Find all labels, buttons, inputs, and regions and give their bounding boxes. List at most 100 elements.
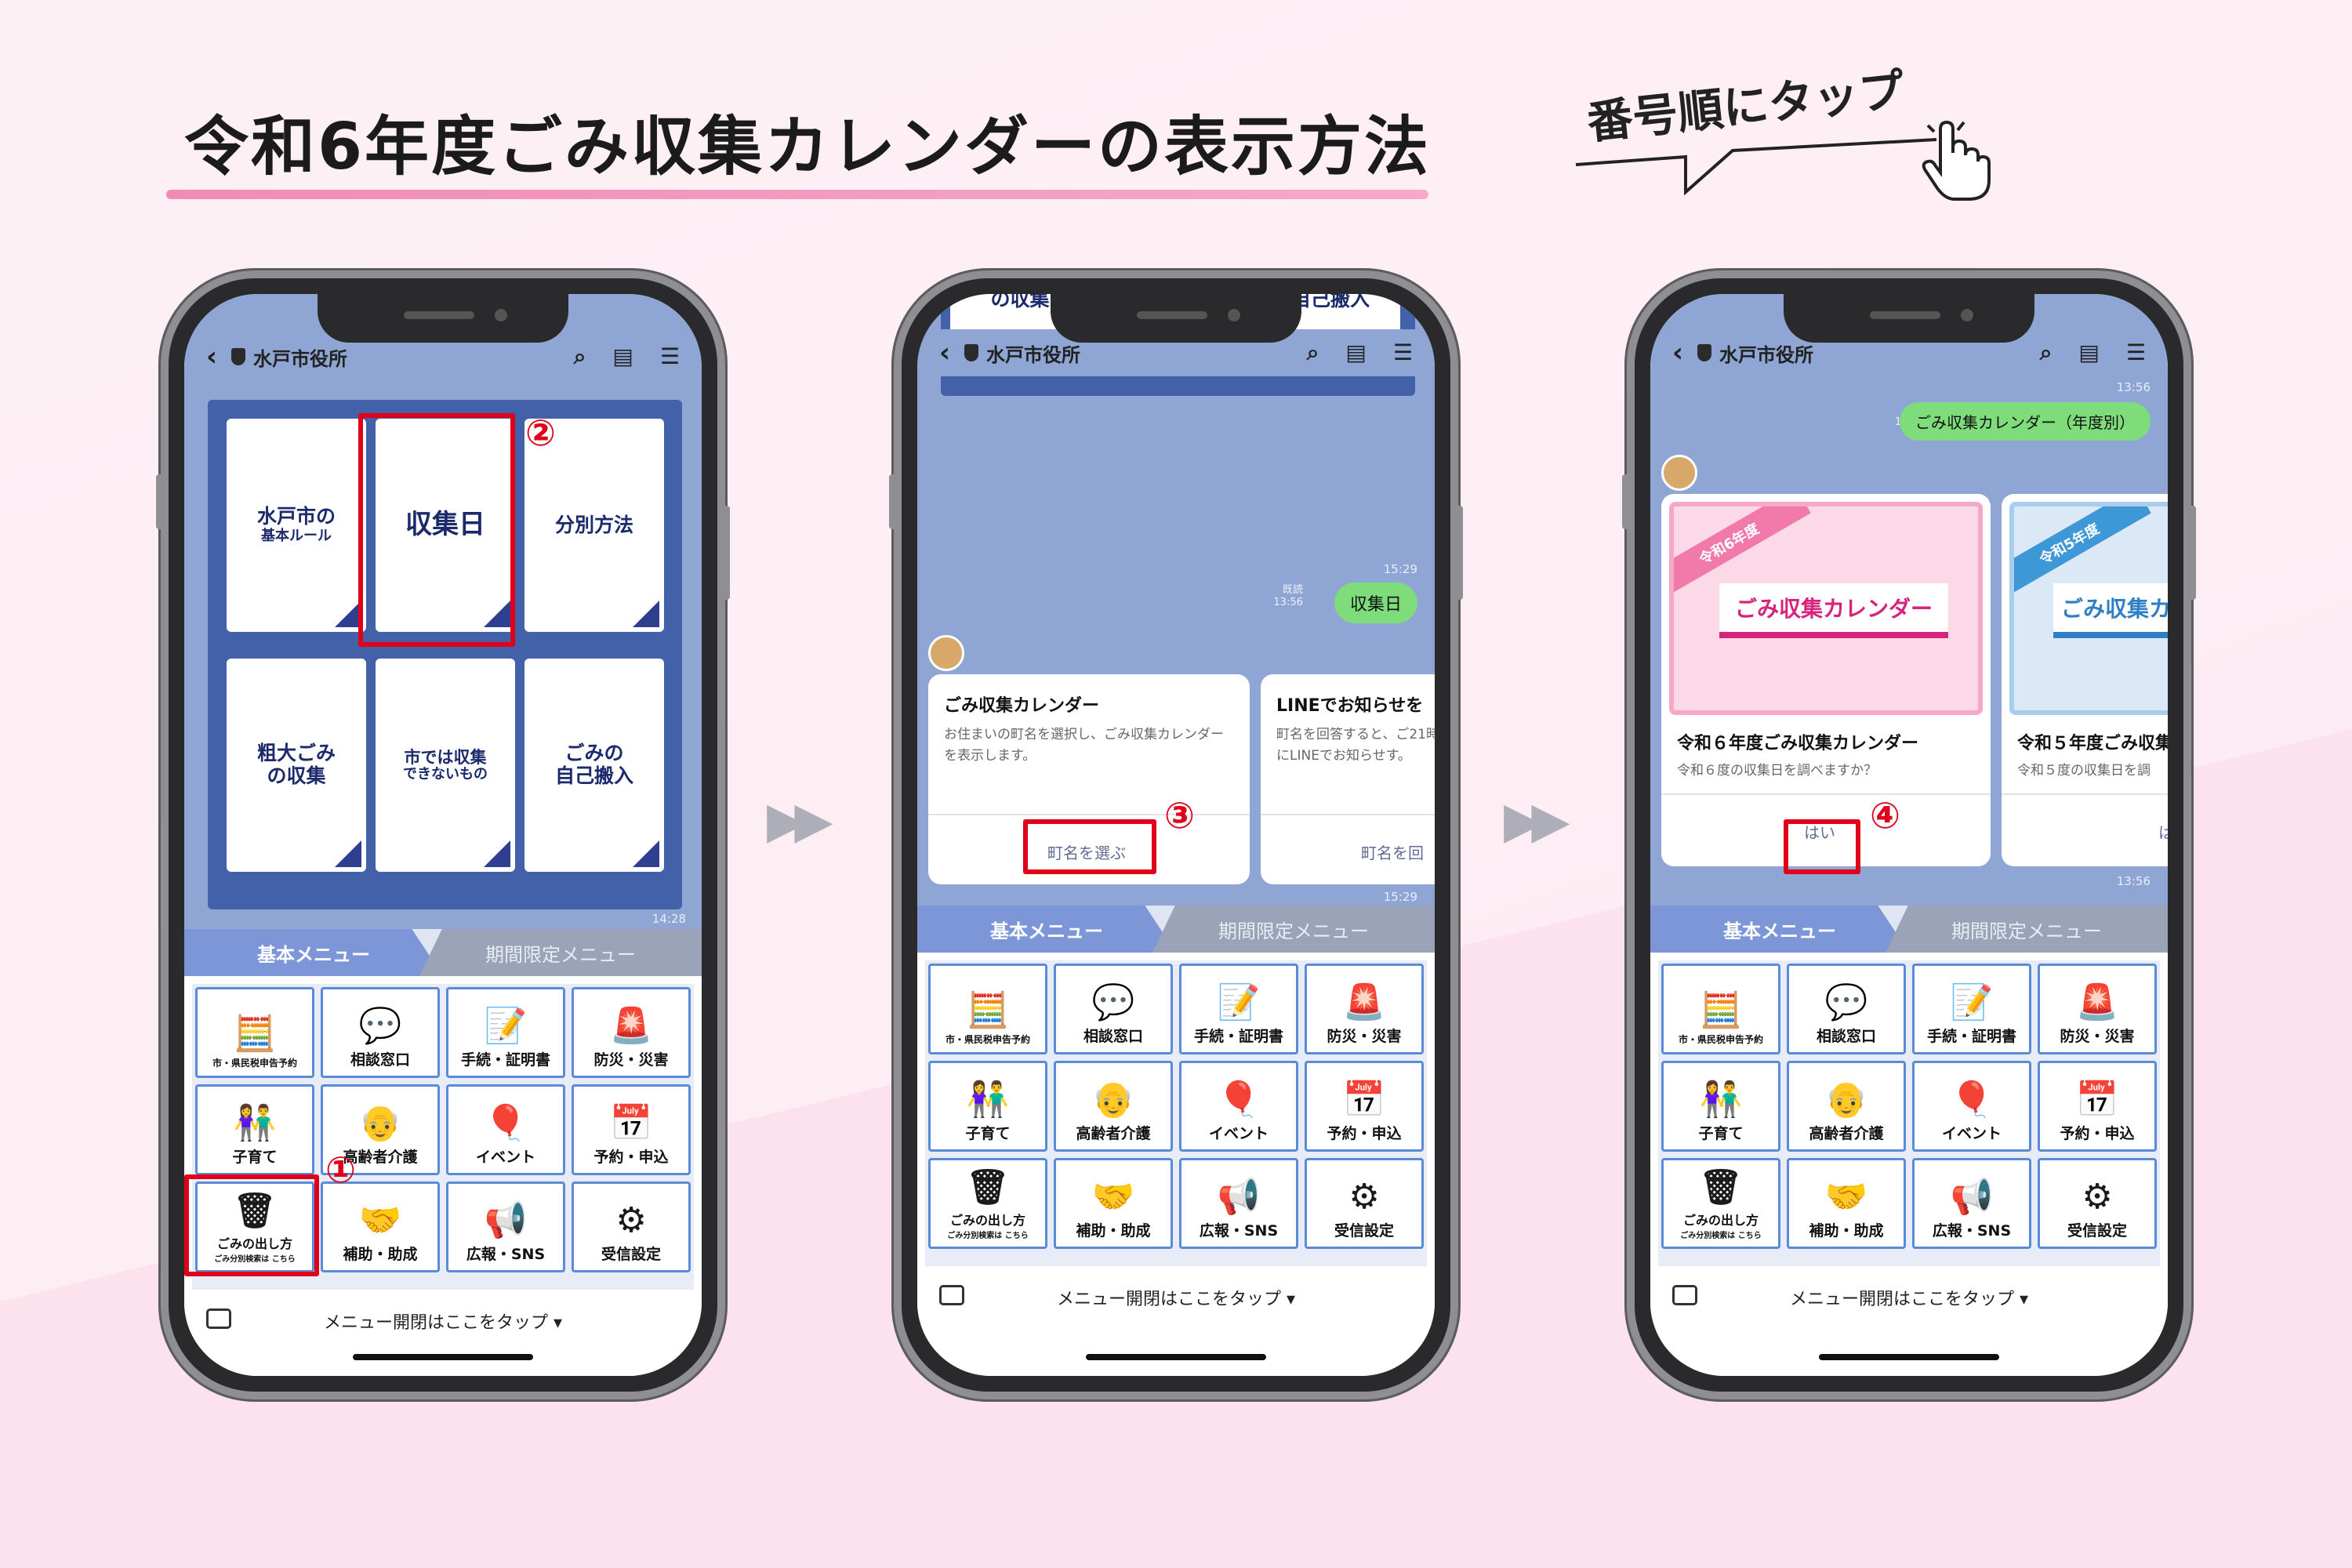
tab-limited-menu[interactable]: 期間限定メニュー: [1152, 906, 1435, 953]
calendar-icon: 📅: [2075, 1080, 2119, 1120]
menu-events[interactable]: 🎈イベント: [1179, 1061, 1298, 1152]
document-icon: 📝: [1950, 982, 1994, 1022]
menu-tax-appointment[interactable]: 🧮市・県民税申告予約: [1661, 964, 1780, 1054]
tile-basic-rules[interactable]: 水戸市の基本ルール: [227, 419, 366, 632]
menu-label: 市・県民税申告予約: [1678, 1034, 1763, 1045]
menu-pr-sns[interactable]: 📢広報・SNS: [1912, 1158, 2031, 1249]
notes-icon[interactable]: ▤: [612, 343, 633, 369]
menu-disaster[interactable]: 🚨防災・災害: [572, 987, 691, 1078]
tile-sublabel: できないもの: [403, 765, 488, 782]
menu-events[interactable]: 🎈イベント: [446, 1084, 565, 1175]
tile-not-collected[interactable]: 市では収集できないもの: [376, 659, 515, 872]
megaphone-icon: 📢: [484, 1200, 528, 1240]
menu-garbage-disposal[interactable]: 🗑ごみの出し方ごみ分別検索は こちら: [1661, 1158, 1780, 1249]
menu-garbage-disposal[interactable]: 🗑ごみの出し方ごみ分別検索は こちら: [195, 1181, 314, 1272]
menu-childcare[interactable]: 👫子育て: [928, 1061, 1047, 1152]
menu-subsidy[interactable]: 🤝補助・助成: [1787, 1158, 1906, 1249]
search-icon[interactable]: ⌕: [1306, 339, 1319, 365]
menu-icon[interactable]: ☰: [1392, 339, 1413, 365]
menu-consultation[interactable]: 💬相談窓口: [321, 987, 440, 1078]
choose-town-button[interactable]: 町名を選ぶ: [1047, 844, 1126, 862]
notes-icon[interactable]: ▤: [1345, 339, 1367, 365]
menu-events[interactable]: 🎈イベント: [1912, 1061, 2031, 1152]
back-icon[interactable]: ‹: [206, 341, 218, 372]
home-indicator: [1086, 1354, 1266, 1360]
menu-label: 予約・申込: [2060, 1125, 2135, 1142]
menu-grid: 🧮市・県民税申告予約 💬相談窓口 📝手続・証明書 🚨防災・災害 👫子育て 👴高齢…: [192, 984, 694, 1290]
menu-label: 手続・証明書: [1193, 1028, 1283, 1045]
tab-limited-menu[interactable]: 期間限定メニュー: [419, 929, 702, 976]
menu-settings[interactable]: ⚙受信設定: [572, 1181, 691, 1272]
yes-button-r5[interactable]: はい: [2158, 823, 2168, 842]
tab-basic-menu[interactable]: 基本メニュー: [1650, 906, 1909, 953]
menu-procedures[interactable]: 📝手続・証明書: [446, 987, 565, 1078]
back-icon[interactable]: ‹: [939, 337, 951, 368]
menu-consultation[interactable]: 💬相談窓口: [1787, 964, 1906, 1054]
menu-pr-sns[interactable]: 📢広報・SNS: [1179, 1158, 1298, 1249]
menu-reservation[interactable]: 📅 予約・申込: [2038, 1061, 2157, 1152]
menu-tax-appointment[interactable]: 🧮市・県民税申告予約: [928, 964, 1047, 1054]
tab-basic-menu[interactable]: 基本メニュー: [184, 929, 443, 976]
back-icon[interactable]: ‹: [1672, 337, 1684, 368]
menu-icon[interactable]: ☰: [659, 343, 680, 369]
tile-label: 粗大ごみ: [256, 742, 336, 765]
tab-limited-menu[interactable]: 期間限定メニュー: [1886, 906, 2168, 953]
menu-garbage-disposal[interactable]: 🗑ごみの出し方ごみ分別検索は こちら: [928, 1158, 1047, 1249]
menu-reservation[interactable]: 📅予約・申込: [1305, 1061, 1424, 1152]
notes-icon[interactable]: ▤: [2078, 339, 2100, 365]
menu-childcare[interactable]: 👫子育て: [195, 1084, 314, 1175]
menu-label: 子育て: [965, 1125, 1011, 1142]
yes-button-r6[interactable]: はい: [1804, 823, 1835, 842]
calculator-icon: 🧮: [233, 1014, 277, 1054]
menu-label: 防災・災害: [1327, 1028, 1402, 1045]
menu-subsidy[interactable]: 🤝補助・助成: [1054, 1158, 1173, 1249]
menu-disaster[interactable]: 🚨防災・災害: [2038, 964, 2157, 1054]
menu-tax-appointment[interactable]: 🧮市・県民税申告予約: [195, 987, 314, 1078]
menu-settings[interactable]: ⚙受信設定: [2038, 1158, 2157, 1249]
menu-elderly-care[interactable]: 👴高齢者介護: [1787, 1061, 1906, 1152]
step-4-label: ④: [1870, 794, 1900, 837]
keyboard-icon[interactable]: [206, 1308, 231, 1329]
menu-toggle-bar[interactable]: メニュー開閉はここをタップ ▾: [917, 1274, 1435, 1321]
menu-toggle-bar[interactable]: メニュー開閉はここをタップ ▾: [184, 1298, 702, 1345]
menu-label: 手続・証明書: [1926, 1028, 2016, 1045]
search-icon[interactable]: ⌕: [573, 343, 586, 369]
highlight-step-4: [1784, 819, 1860, 874]
menu-procedures[interactable]: 📝 手続・証明書: [1912, 964, 2031, 1054]
menu-elderly-care[interactable]: 👴高齢者介護: [321, 1084, 440, 1175]
menu-reservation[interactable]: 📅予約・申込: [572, 1084, 691, 1175]
menu-disaster[interactable]: 🚨防災・災害: [1305, 964, 1424, 1054]
tile-self-delivery[interactable]: ごみの自己搬入: [524, 659, 664, 872]
keyboard-icon[interactable]: [1672, 1285, 1697, 1305]
menu-procedures[interactable]: 📝 手続・証明書: [1179, 964, 1298, 1054]
choose-town-button-2[interactable]: 町名を回: [1361, 844, 1424, 862]
keyboard-icon[interactable]: [939, 1285, 964, 1305]
handshake-icon: 🤝: [358, 1200, 402, 1240]
tile-sublabel: 自己搬入: [554, 764, 633, 787]
tile-sublabel: 自己搬入: [1290, 294, 1370, 310]
menu-settings[interactable]: ⚙受信設定: [1305, 1158, 1424, 1249]
menu-subsidy[interactable]: 🤝補助・助成: [321, 1181, 440, 1272]
menu-childcare[interactable]: 👫子育て: [1661, 1061, 1780, 1152]
menu-elderly-care[interactable]: 👴高齢者介護: [1054, 1061, 1173, 1152]
menu-icon[interactable]: ☰: [2125, 339, 2146, 365]
calendar-banner: ごみ収集カレンダー: [1719, 583, 1948, 638]
tap-hint: 番号順にタップ: [1568, 63, 2007, 201]
menu-grid: 🧮市・県民税申告予約 💬相談窓口 📝 手続・証明書 🚨防災・災害 👫子育て 👴高齢…: [925, 960, 1427, 1266]
document-icon: 📝: [1217, 982, 1261, 1022]
tile-sorting[interactable]: 分別方法: [524, 419, 664, 632]
search-icon[interactable]: ⌕: [2039, 339, 2053, 365]
card-desc: お住まいの町名を選択し、ごみ収集カレンダーを表示します。: [944, 727, 1224, 764]
tab-basic-menu[interactable]: 基本メニュー: [917, 906, 1176, 953]
menu-consultation[interactable]: 💬相談窓口: [1054, 964, 1173, 1054]
tile-bulky-waste[interactable]: 粗大ごみの収集: [227, 659, 366, 872]
highlight-step-2: [358, 413, 515, 647]
menu-pr-sns[interactable]: 📢広報・SNS: [446, 1181, 565, 1272]
tile-label: 水戸市の: [256, 505, 336, 528]
timestamp: 13:56: [2116, 874, 2151, 888]
tile-collection-day[interactable]: 収集日: [376, 419, 515, 632]
menu-label: 補助・助成: [1809, 1222, 1884, 1240]
timestamp: 15:29: [1383, 890, 1417, 904]
top-bar: ‹ 水戸市役所 ⌕ ▤ ☰: [184, 333, 702, 380]
menu-toggle-bar[interactable]: メニュー開閉はここをタップ ▾: [1650, 1274, 2168, 1321]
